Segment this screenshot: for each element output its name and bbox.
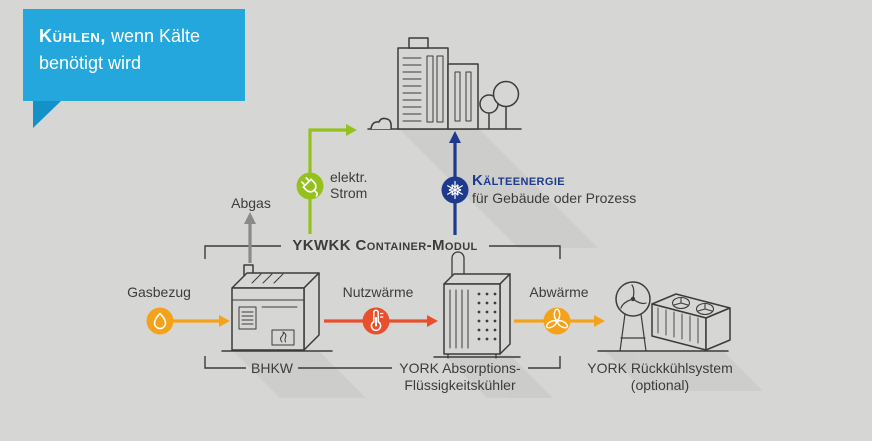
recooling-system-label-line2: (optional)	[630, 377, 690, 393]
exhaust-label: Abgas	[231, 195, 271, 211]
chiller-illustration	[433, 251, 521, 359]
drop-shadows	[232, 128, 763, 398]
electric-power-label: elektr. Strom	[330, 169, 367, 201]
cooling-energy-subtitle: für Gebäude oder Prozess	[472, 190, 637, 206]
useful-heat-label: Nutzwärme	[342, 284, 414, 300]
banner-tail	[33, 101, 61, 128]
electric-power-label-line1: elektr.	[330, 169, 368, 185]
building-illustration	[367, 37, 522, 130]
absorption-chiller-label-line2: Flüssigkeitskühler	[404, 377, 516, 393]
bush-icon	[370, 117, 392, 130]
snowflake-icon	[441, 176, 469, 204]
container-module-label: YKWKK Container-Modul	[292, 237, 478, 254]
recooling-system-label-line1: YORK Rückkühlsystem	[587, 360, 733, 376]
bhkw-label: BHKW	[251, 360, 293, 376]
waste-heat-label: Abwärme	[529, 284, 589, 300]
cooling-tower-illustration	[597, 281, 731, 352]
recooling-system-label: YORK Rückkühlsystem (optional)	[587, 360, 732, 394]
thermometer-icon	[362, 307, 390, 335]
fan-icon	[543, 307, 571, 335]
flame-icon	[146, 307, 174, 335]
absorption-chiller-label: YORK Absorptions- Flüssigkeitskühler	[399, 360, 520, 394]
container-module-bracket	[204, 245, 561, 259]
tree-icon	[479, 80, 520, 130]
exhaust-arrow	[244, 212, 256, 263]
bhkw-illustration	[221, 264, 333, 352]
headline-banner: Kühlen, wenn Kälte benötigt wird	[23, 9, 245, 101]
units-bracket	[204, 356, 561, 369]
banner-emphasis: Kühlen,	[39, 26, 106, 46]
cooling-energy-title: Kälteenergie	[472, 172, 566, 189]
absorption-chiller-label-line1: YORK Absorptions-	[399, 360, 521, 376]
electric-power-label-line2: Strom	[330, 185, 368, 201]
gas-supply-label: Gasbezug	[127, 284, 191, 300]
plug-icon	[296, 172, 324, 200]
banner-text: wenn Kälte benötigt wird	[39, 26, 201, 73]
